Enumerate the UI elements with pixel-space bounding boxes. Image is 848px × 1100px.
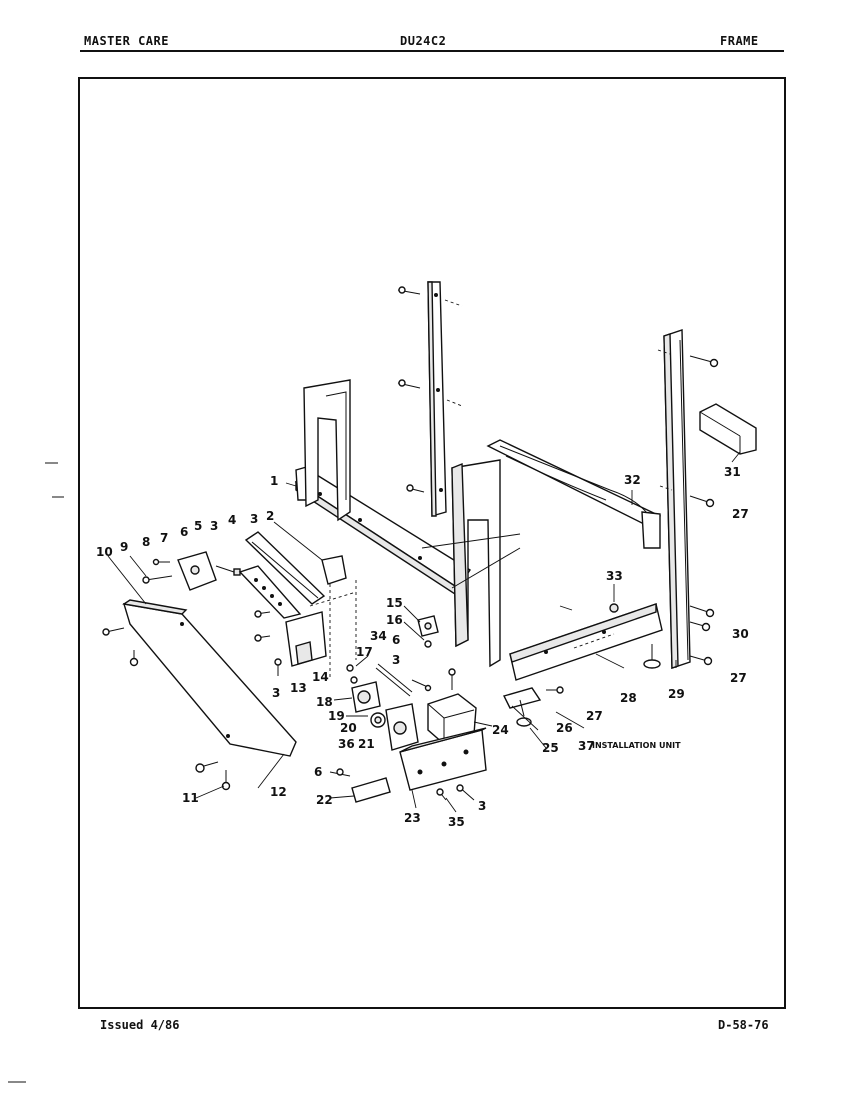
callout-6: 6	[314, 765, 322, 779]
callout-18: 18	[316, 695, 333, 709]
callout-5: 5	[194, 519, 202, 533]
callout-6: 6	[180, 525, 188, 539]
callout-33: 33	[606, 569, 623, 583]
part-leveling-leg	[643, 644, 661, 669]
callout-3: 3	[210, 519, 218, 533]
screw	[195, 761, 219, 773]
footer-page-code: D-58-76	[718, 1018, 769, 1032]
part-perforated-strip	[238, 565, 302, 619]
part-center-vertical-rail	[427, 281, 463, 517]
part-slotted-bar	[244, 531, 326, 605]
header-brand: MASTER CARE	[84, 34, 169, 48]
callout-6: 6	[392, 633, 400, 647]
screw	[397, 379, 421, 389]
part-corner-bracket	[699, 403, 757, 455]
callout-35: 35	[448, 815, 465, 829]
screw	[397, 286, 421, 295]
screw	[689, 355, 719, 368]
callout-37: 37	[578, 739, 595, 753]
part-access-panel	[285, 611, 327, 667]
callout-12: 12	[270, 785, 287, 799]
callout-26: 26	[556, 721, 573, 735]
part-mounting-bracket	[399, 727, 487, 791]
callout-30: 30	[732, 627, 749, 641]
screw	[689, 605, 715, 618]
header-model: DU24C2	[400, 34, 447, 48]
part-valve-assembly	[351, 681, 419, 751]
callout-25: 25	[542, 741, 559, 755]
callout-13: 13	[290, 681, 307, 695]
screw	[142, 575, 173, 584]
callout-2: 2	[266, 509, 274, 523]
part-valve-cover	[427, 693, 477, 745]
callout-21: 21	[358, 737, 375, 751]
screw	[689, 495, 715, 508]
callout-24: 24	[492, 723, 509, 737]
part-nut	[609, 603, 619, 613]
screw	[254, 634, 271, 642]
header-section: FRAME	[720, 34, 759, 48]
callout-31: 31	[724, 465, 741, 479]
screw	[274, 658, 282, 676]
screw	[689, 655, 713, 666]
callout-32: 32	[624, 473, 641, 487]
callout-22: 22	[316, 793, 333, 807]
callout-36: 36	[338, 737, 355, 751]
part-angle-clip	[321, 555, 347, 585]
callout-14: 14	[312, 670, 329, 684]
installation-unit-label: INSTALLATION UNIT	[592, 741, 681, 750]
callout-27: 27	[732, 507, 749, 521]
callout-10: 10	[96, 545, 113, 559]
screw	[689, 621, 711, 632]
callout-15: 15	[386, 596, 403, 610]
callout-3: 3	[392, 653, 400, 667]
diagram-frame	[78, 77, 786, 1009]
screw	[436, 788, 447, 801]
callout-28: 28	[620, 691, 637, 705]
callout-34: 34	[370, 629, 387, 643]
callout-27: 27	[730, 671, 747, 685]
callout-23: 23	[404, 811, 421, 825]
callout-9: 9	[120, 540, 128, 554]
callout-8: 8	[142, 535, 150, 549]
callout-27: 27	[586, 709, 603, 723]
screw	[254, 610, 271, 618]
callout-7: 7	[160, 531, 168, 545]
callout-29: 29	[668, 687, 685, 701]
part-side-frame-panel	[421, 439, 662, 668]
screw	[221, 770, 231, 791]
part-small-plate	[351, 777, 391, 803]
screw	[102, 627, 125, 636]
screw	[406, 484, 425, 493]
screw	[329, 768, 351, 777]
callout-17: 17	[356, 645, 373, 659]
callout-11: 11	[182, 791, 199, 805]
callout-3: 3	[478, 799, 486, 813]
part-toe-plate	[122, 599, 297, 757]
part-hinge-bracket	[177, 551, 241, 591]
part-right-vertical-rail	[657, 329, 691, 669]
footer-issued: Issued 4/86	[100, 1018, 180, 1032]
callout-20: 20	[340, 721, 357, 735]
header-rule	[80, 50, 784, 52]
callout-1: 1	[270, 474, 278, 488]
callout-3: 3	[250, 512, 258, 526]
callout-4: 4	[228, 513, 236, 527]
screw	[152, 558, 170, 566]
part-left-upright-bracket	[303, 379, 351, 522]
screw	[346, 664, 358, 684]
callout-19: 19	[328, 709, 345, 723]
callout-3: 3	[272, 686, 280, 700]
screw	[411, 679, 432, 692]
screw	[456, 784, 475, 801]
screw	[129, 650, 139, 667]
part-switch	[417, 615, 439, 648]
part-kick-rail	[509, 603, 663, 681]
part-pivot-rod	[375, 663, 413, 697]
screw	[448, 668, 456, 690]
callout-16: 16	[386, 613, 403, 627]
